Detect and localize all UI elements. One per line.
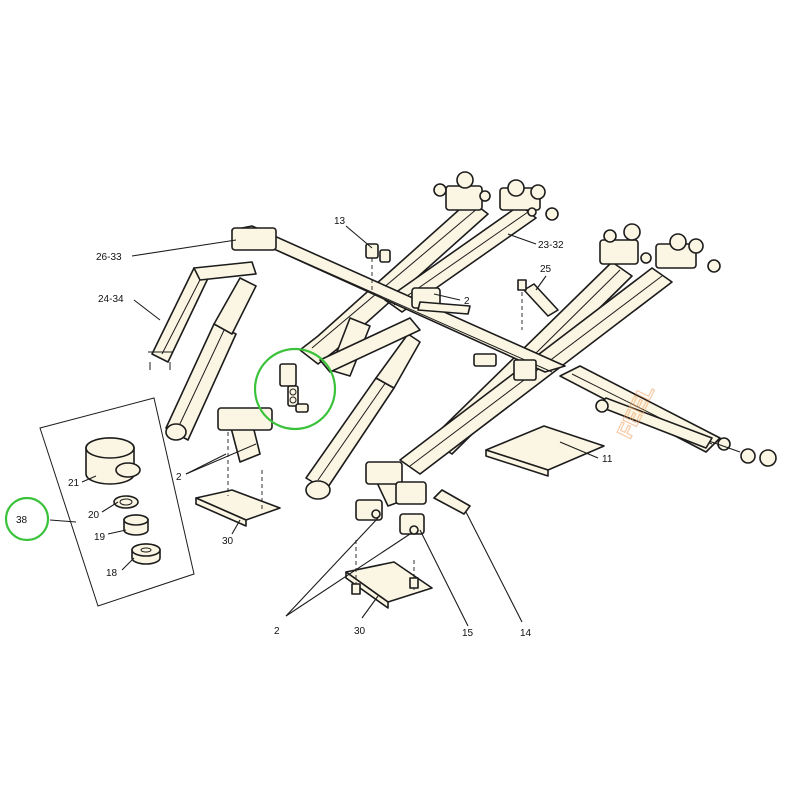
pin-25 [517,279,559,330]
right-side-rod [595,397,713,449]
label-13: 13 [334,216,346,227]
leader-lines [49,225,599,627]
label-25: 25 [540,264,552,275]
center-cylinder [305,333,421,500]
label-18: 18 [106,568,118,579]
label-2-mid: 2 [176,472,182,483]
label-14: 14 [520,628,532,639]
highlight-circle-center [253,347,337,431]
label-30-left: 30 [222,536,234,547]
foot-pad-18 [131,543,161,565]
label-26-33: 26-33 [96,252,122,263]
label-23-32: 23-32 [538,240,564,251]
ramp-plate-11 [485,425,605,477]
label-11: 11 [602,454,613,465]
highlight-circle-38 [4,496,50,542]
label-21: 21 [68,478,80,489]
spring-detail [279,363,309,413]
label-19: 19 [94,532,106,543]
label-30-bottom: 30 [354,626,366,637]
label-15: 15 [462,628,474,639]
center-link-arm [319,317,421,377]
label-24-34: 24-34 [98,294,124,305]
bottom-right-wheels [705,437,777,467]
label-2-top: 2 [464,296,470,307]
front-column-block-right [399,513,425,535]
cross-beam-26-33 [231,225,566,373]
pin-14 [433,489,471,515]
washer-20 [113,495,139,509]
right-pivot-assembly-left [599,223,652,265]
rear-upper-arm [299,199,489,365]
label-2-bottom: 2 [274,626,280,637]
top-pivot-assembly-right [499,179,559,221]
bushing-13 [365,243,391,290]
left-support-column [217,407,273,463]
base-plate-30-left [195,432,281,527]
center-hinge-2 [411,287,471,315]
top-pivot-assembly-left [433,171,491,211]
left-cylinder [165,277,257,441]
left-frame-link [193,261,257,281]
right-pivot-assembly-right [655,233,721,273]
exploded-detail-frame [39,397,195,607]
label-38: 38 [16,515,28,526]
front-column [365,461,427,507]
cap-21 [85,437,141,485]
front-column-block-left [355,499,383,521]
base-plate-30-bottom [345,540,433,609]
center-beam-block [473,353,537,381]
label-20: 20 [88,510,100,521]
spacer-19 [123,514,149,536]
